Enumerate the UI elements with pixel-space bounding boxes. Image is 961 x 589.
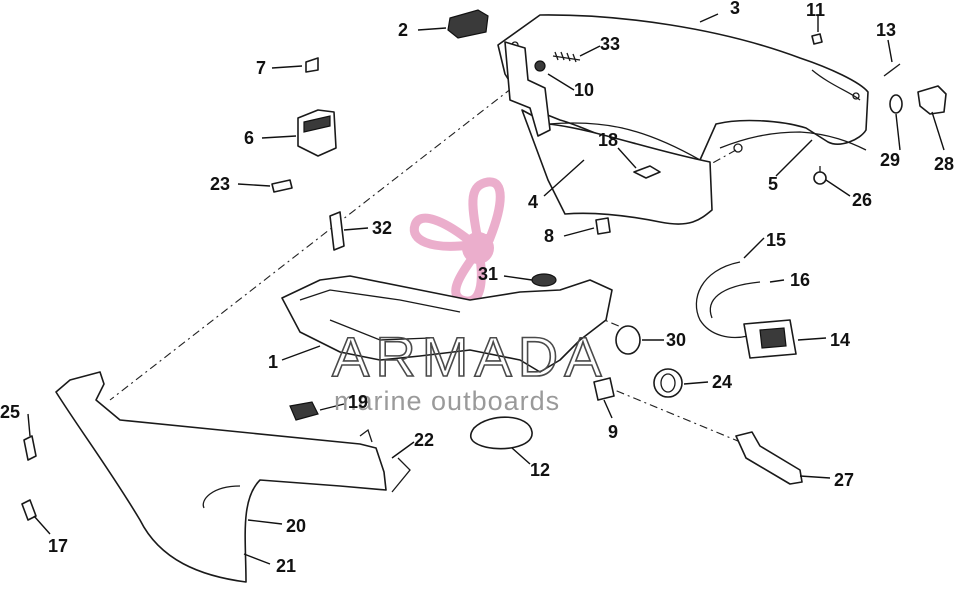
clip-part-32 — [329, 211, 345, 251]
callout-18: 18 — [598, 130, 618, 150]
grommet-part-30 — [615, 325, 641, 355]
bolt-parts-lower — [21, 435, 37, 521]
watermark-subtitle: marine outboards — [334, 386, 560, 416]
callout-26: 26 — [852, 190, 872, 210]
callout-7: 7 — [256, 58, 266, 78]
clip-part-19 — [289, 401, 319, 421]
callout-15: 15 — [766, 230, 786, 250]
callout-12: 12 — [530, 460, 550, 480]
callout-24: 24 — [712, 372, 732, 392]
callout-29: 29 — [880, 150, 900, 170]
callout-22: 22 — [414, 430, 434, 450]
callout-19: 19 — [348, 392, 368, 412]
lower-cowl-part — [55, 371, 411, 583]
callout-31: 31 — [478, 264, 498, 284]
callout-25: 25 — [0, 402, 20, 422]
callout-14: 14 — [830, 330, 850, 350]
clip-part-8 — [595, 217, 611, 235]
pad-part-12 — [469, 416, 533, 450]
callout-16: 16 — [790, 270, 810, 290]
callout-10: 10 — [574, 80, 594, 100]
callout-9: 9 — [608, 422, 618, 442]
callout-labels: 1 2 3 4 5 6 7 8 9 10 11 12 13 14 15 16 1… — [0, 0, 954, 576]
switch-parts — [271, 57, 337, 193]
callout-8: 8 — [544, 226, 554, 246]
callout-27: 27 — [834, 470, 854, 490]
leader-lines — [27, 13, 945, 565]
callout-33: 33 — [600, 34, 620, 54]
callout-23: 23 — [210, 174, 230, 194]
watermark-title: ARMADA — [332, 325, 608, 388]
bolt-part-26 — [813, 166, 827, 185]
callout-3: 3 — [730, 0, 740, 18]
harness-parts — [695, 261, 797, 359]
lever-part-27 — [735, 431, 803, 485]
bracket-parts — [447, 9, 581, 137]
callout-2: 2 — [398, 20, 408, 40]
lower-tray-part — [281, 273, 613, 373]
callout-13: 13 — [876, 20, 896, 40]
callout-4: 4 — [528, 192, 538, 212]
callout-17: 17 — [48, 536, 68, 556]
callout-30: 30 — [666, 330, 686, 350]
callout-20: 20 — [286, 516, 306, 536]
front-panel-part — [521, 109, 867, 225]
callout-28: 28 — [934, 154, 954, 174]
clip-part-18 — [633, 165, 661, 179]
callout-1: 1 — [268, 352, 278, 372]
callout-5: 5 — [768, 174, 778, 194]
callout-32: 32 — [372, 218, 392, 238]
cap-part-24 — [653, 368, 683, 398]
callout-21: 21 — [276, 556, 296, 576]
right-fasteners — [811, 33, 947, 115]
callout-6: 6 — [244, 128, 254, 148]
callout-11: 11 — [806, 0, 825, 20]
clip-part-9 — [593, 377, 615, 401]
